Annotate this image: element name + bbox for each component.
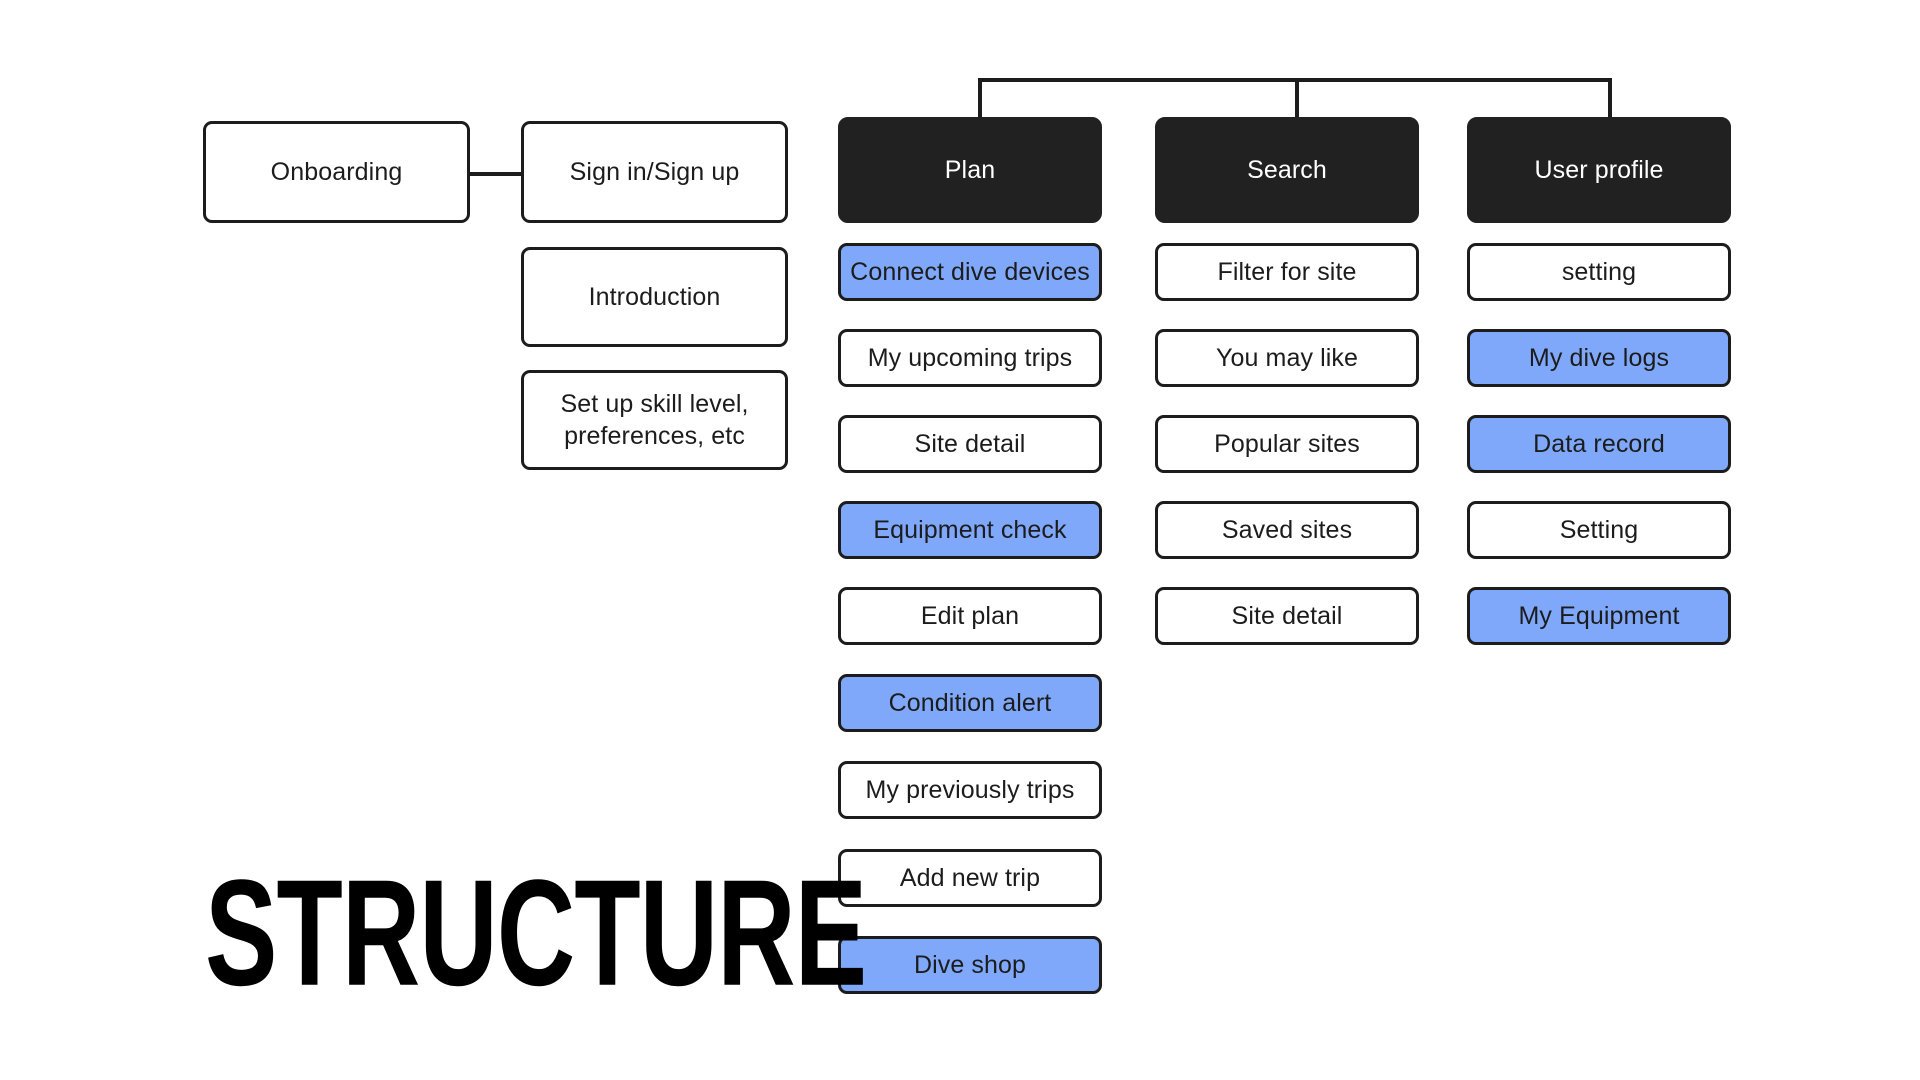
node-plan-equipment-check[interactable]: Equipment check — [838, 501, 1102, 559]
bracket-drop-plan — [978, 78, 982, 123]
node-onboarding-sign-in-sign-up[interactable]: Sign in/Sign up — [521, 121, 788, 223]
node-user-profile-my-equipment[interactable]: My Equipment — [1467, 587, 1731, 645]
node-plan-condition-alert[interactable]: Condition alert — [838, 674, 1102, 732]
node-search-site-detail[interactable]: Site detail — [1155, 587, 1419, 645]
node-search-you-may-like[interactable]: You may like — [1155, 329, 1419, 387]
section-header-user-profile[interactable]: User profile — [1467, 117, 1731, 223]
node-plan-connect-dive-devices[interactable]: Connect dive devices — [838, 243, 1102, 301]
onboarding-connector — [470, 172, 523, 176]
node-plan-edit-plan[interactable]: Edit plan — [838, 587, 1102, 645]
node-search-saved-sites[interactable]: Saved sites — [1155, 501, 1419, 559]
node-onboarding-introduction[interactable]: Introduction — [521, 247, 788, 347]
node-plan-add-new-trip[interactable]: Add new trip — [838, 849, 1102, 907]
node-plan-dive-shop[interactable]: Dive shop — [838, 936, 1102, 994]
section-header-plan[interactable]: Plan — [838, 117, 1102, 223]
section-header-search[interactable]: Search — [1155, 117, 1419, 223]
bracket-drop-search — [1295, 78, 1299, 123]
bracket-drop-user-profile — [1608, 78, 1612, 123]
page-title: STRUCTURE — [205, 849, 867, 1018]
node-user-profile-my-dive-logs[interactable]: My dive logs — [1467, 329, 1731, 387]
node-onboarding-root[interactable]: Onboarding — [203, 121, 470, 223]
node-onboarding-setup-skill-level[interactable]: Set up skill level, preferences, etc — [521, 370, 788, 470]
node-search-filter-for-site[interactable]: Filter for site — [1155, 243, 1419, 301]
node-user-profile-setting-lower[interactable]: setting — [1467, 243, 1731, 301]
node-plan-site-detail[interactable]: Site detail — [838, 415, 1102, 473]
node-user-profile-data-record[interactable]: Data record — [1467, 415, 1731, 473]
node-plan-my-upcoming-trips[interactable]: My upcoming trips — [838, 329, 1102, 387]
node-user-profile-setting[interactable]: Setting — [1467, 501, 1731, 559]
node-search-popular-sites[interactable]: Popular sites — [1155, 415, 1419, 473]
node-plan-my-previously-trips[interactable]: My previously trips — [838, 761, 1102, 819]
